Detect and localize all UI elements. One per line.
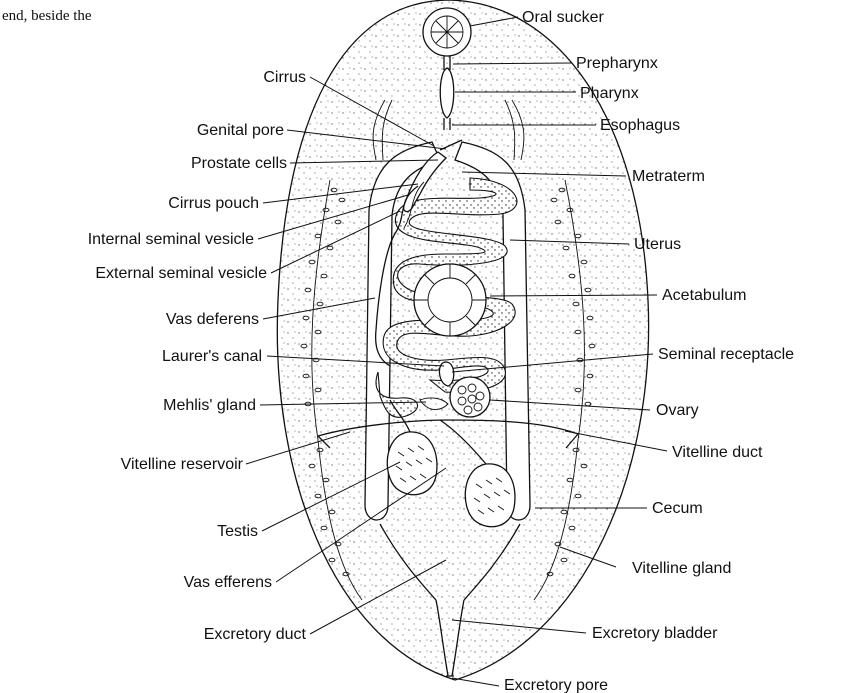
label-excretory-bladder: Excretory bladder bbox=[592, 625, 718, 642]
label-prepharynx: Prepharynx bbox=[576, 55, 658, 72]
label-cirrus: Cirrus bbox=[263, 69, 306, 86]
label-uterus: Uterus bbox=[634, 236, 681, 253]
label-oral-sucker: Oral sucker bbox=[522, 9, 604, 26]
ovary bbox=[450, 377, 490, 417]
label-mehlis-gland: Mehlis' gland bbox=[163, 397, 256, 414]
label-cecum: Cecum bbox=[652, 500, 703, 517]
label-external-seminal-vesicle: External seminal vesicle bbox=[95, 265, 267, 282]
label-vas-deferens: Vas deferens bbox=[166, 311, 259, 328]
label-prostate-cells: Prostate cells bbox=[191, 155, 287, 172]
label-seminal-receptacle: Seminal receptacle bbox=[658, 346, 794, 363]
worm-body bbox=[277, 0, 648, 680]
label-acetabulum: Acetabulum bbox=[662, 287, 747, 304]
label-internal-seminal-vesicle: Internal seminal vesicle bbox=[88, 231, 254, 248]
label-genital-pore: Genital pore bbox=[197, 122, 284, 139]
label-vitelline-gland: Vitelline gland bbox=[632, 560, 731, 577]
label-testis: Testis bbox=[217, 523, 258, 540]
label-laurers-canal: Laurer's canal bbox=[162, 348, 262, 365]
label-excretory-pore: Excretory pore bbox=[504, 677, 608, 693]
label-pharynx: Pharynx bbox=[580, 85, 639, 102]
oral-sucker bbox=[423, 8, 471, 56]
label-cirrus-pouch: Cirrus pouch bbox=[168, 195, 259, 212]
label-metraterm: Metraterm bbox=[632, 168, 705, 185]
label-ovary: Ovary bbox=[656, 402, 699, 419]
acetabulum bbox=[414, 264, 486, 336]
label-vitelline-duct: Vitelline duct bbox=[672, 444, 763, 461]
label-excretory-duct: Excretory duct bbox=[204, 626, 307, 643]
label-vitelline-reservoir: Vitelline reservoir bbox=[121, 456, 244, 473]
testis-anterior bbox=[387, 432, 437, 495]
label-vas-efferens: Vas efferens bbox=[184, 574, 272, 591]
testis-posterior bbox=[465, 464, 515, 527]
caption-fragment: end, beside the bbox=[2, 8, 92, 24]
label-esophagus: Esophagus bbox=[600, 117, 680, 134]
pharynx bbox=[440, 68, 454, 118]
